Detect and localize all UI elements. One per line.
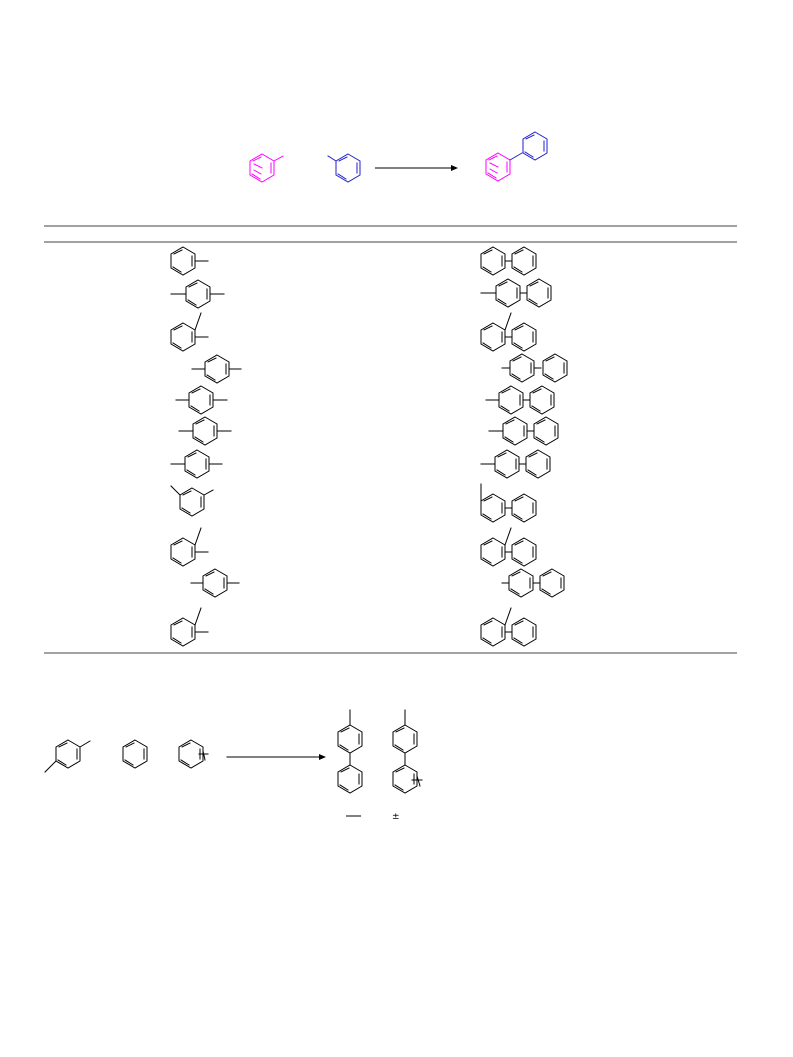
substrate-row-1: [170, 246, 209, 276]
product-row-6: [488, 416, 559, 446]
scheme-bottom: [44, 709, 423, 794]
product-row-9: [480, 527, 537, 567]
bottom-substrate-substituted-arene: [178, 739, 209, 769]
scheme-top: [249, 131, 548, 183]
reaction-arrow-top: [375, 165, 458, 171]
substrate-row-2: [170, 279, 225, 309]
arene-substrate-magenta: [249, 153, 284, 183]
product-row-7: [480, 449, 551, 479]
substrate-row-9: [170, 527, 209, 567]
substrate-row-8: [170, 485, 214, 517]
bottom-substrate-benzene: [122, 739, 148, 769]
product-row-4: [501, 353, 568, 383]
biaryl-product-top: [485, 131, 548, 182]
product-row-1: [480, 246, 537, 276]
bottom-substrate-xylene: [44, 739, 91, 773]
substrate-row-7: [170, 449, 223, 479]
toluene-reagent-blue: [327, 153, 361, 183]
reaction-arrow-bottom: [226, 754, 326, 760]
product-row-3: [480, 312, 537, 352]
bottom-product-1: [337, 709, 363, 794]
substrate-row-10: [190, 568, 240, 598]
substrate-row-5: [175, 385, 228, 415]
substrate-row-6: [178, 416, 232, 446]
bottom-product-2: [392, 709, 423, 794]
substrate-row-11: [170, 607, 209, 647]
product-row-5: [485, 385, 555, 415]
product-column: [480, 246, 568, 647]
product-row-11: [480, 607, 537, 647]
substrate-row-3: [170, 312, 209, 352]
product-row-8: [480, 483, 537, 523]
product-row-10: [501, 568, 565, 598]
plus-minus-marker: ±: [392, 812, 400, 822]
substrate-row-4: [191, 354, 242, 384]
product-row-2: [480, 278, 552, 308]
substrate-column: [170, 246, 242, 647]
